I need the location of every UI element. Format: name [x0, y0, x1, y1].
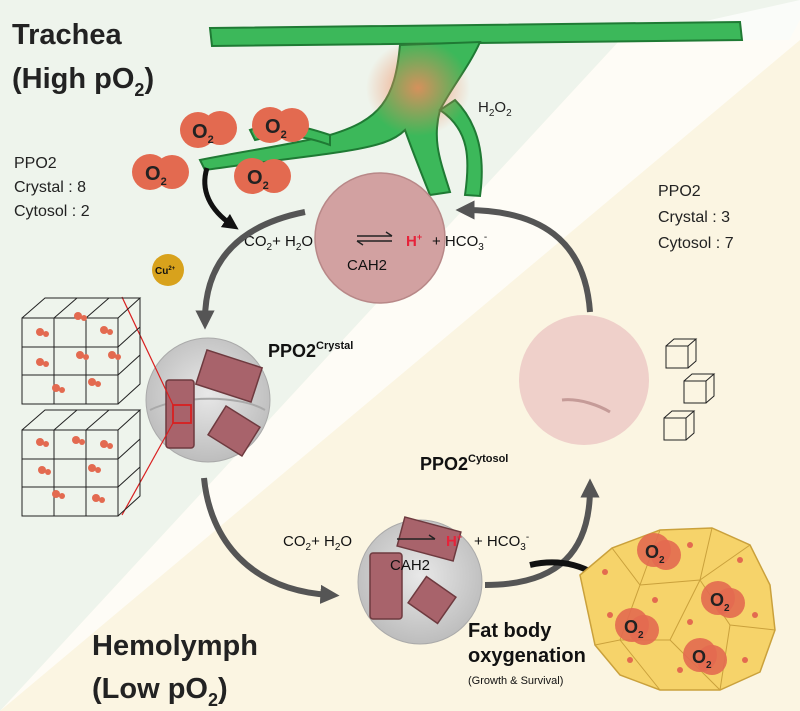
svg-text:H+: H+: [446, 532, 462, 550]
svg-text:+ HCO3-: + HCO3-: [474, 532, 529, 553]
crystal-zoom-box: [172, 404, 192, 424]
svg-text:O2: O2: [265, 116, 287, 141]
svg-text:CAH2: CAH2: [390, 557, 430, 574]
svg-text:PPO2: PPO2: [14, 155, 57, 172]
svg-text:Crystal : 8: Crystal : 8: [14, 179, 86, 196]
crystal-lattice: [21, 297, 142, 405]
svg-text:CO2+ H2O: CO2+ H2O: [283, 533, 352, 553]
right-ppo2-counts: PPO2 Crystal : 3 Cytosol : 7: [658, 183, 734, 252]
fat-body-label-line2: oxygenation: [468, 645, 586, 667]
arrow-to-crystal: [195, 209, 306, 330]
h2o2-glow: [366, 40, 470, 136]
bottom-crystal-blocks: [369, 516, 462, 625]
hemolymph-subtitle: (Low pO2): [92, 673, 228, 710]
crystal-lattice: [21, 409, 142, 517]
left-ppo2-counts: PPO2 Crystal : 8 Cytosol : 2: [14, 155, 90, 220]
svg-text:O2: O2: [247, 167, 269, 192]
svg-text:O2: O2: [645, 542, 665, 566]
cytosol-ppo2-cube: [665, 338, 698, 369]
cytosol-ppo2-cube: [663, 410, 696, 441]
arrow-to-cytosol: [484, 478, 600, 588]
svg-text:CAH2: CAH2: [347, 257, 387, 274]
svg-text:Cytosol : 7: Cytosol : 7: [658, 235, 734, 252]
hemolymph-title: Hemolymph: [92, 630, 258, 662]
ppo2-crystal-block: [165, 348, 264, 458]
ppo2-crystal-label: PPO2Crystal: [268, 340, 353, 361]
lattice-oxygen-dots: [36, 312, 121, 503]
oxygen-molecule: O2: [234, 158, 291, 194]
cytosol-ppo2-cube: [683, 373, 716, 404]
svg-text:O2: O2: [624, 617, 644, 641]
cytosol-cell: [519, 315, 649, 445]
svg-text:Cytosol : 2: Cytosol : 2: [14, 203, 90, 220]
top-reaction: CO2+ H2O H+ + HCO3- CAH2: [244, 231, 487, 274]
arrow-to-bottom-cell: [201, 477, 340, 604]
arrow-to-top-cell: [455, 200, 593, 313]
fat-body-tissue: O2 O2 O2 O2: [579, 527, 776, 691]
arrow-o2-in: [202, 167, 239, 230]
oxygen-molecule: O2: [132, 154, 189, 190]
svg-text:O2: O2: [692, 647, 712, 671]
svg-text:H+: H+: [406, 232, 422, 250]
h2o2-label: H2O2: [478, 99, 512, 119]
fat-body-label-line1: Fat body: [468, 620, 552, 642]
trachea-title: Trachea: [12, 19, 122, 51]
svg-text:Crystal : 3: Crystal : 3: [658, 209, 730, 226]
svg-text:O2: O2: [145, 163, 167, 188]
svg-text:PPO2: PPO2: [658, 183, 701, 200]
svg-text:O2: O2: [710, 590, 730, 614]
trachea-subtitle: (High pO2): [12, 63, 154, 100]
oxygen-molecule: O2: [180, 111, 237, 148]
copper-label: Cu2+: [155, 266, 176, 277]
svg-text:+ HCO3-: + HCO3-: [432, 232, 487, 253]
bottom-reaction: CO2+ H2O H+ + HCO3- CAH2: [283, 532, 529, 574]
svg-text:O2: O2: [192, 121, 214, 146]
ppo2-cytosol-label: PPO2Cytosol: [420, 453, 508, 474]
oxygen-molecule: O2: [252, 107, 309, 143]
copper-ion: [152, 254, 184, 286]
top-cell: [314, 172, 446, 304]
svg-text:CO2+ H2O: CO2+ H2O: [244, 233, 313, 253]
fat-body-note: (Growth & Survival): [468, 675, 563, 687]
